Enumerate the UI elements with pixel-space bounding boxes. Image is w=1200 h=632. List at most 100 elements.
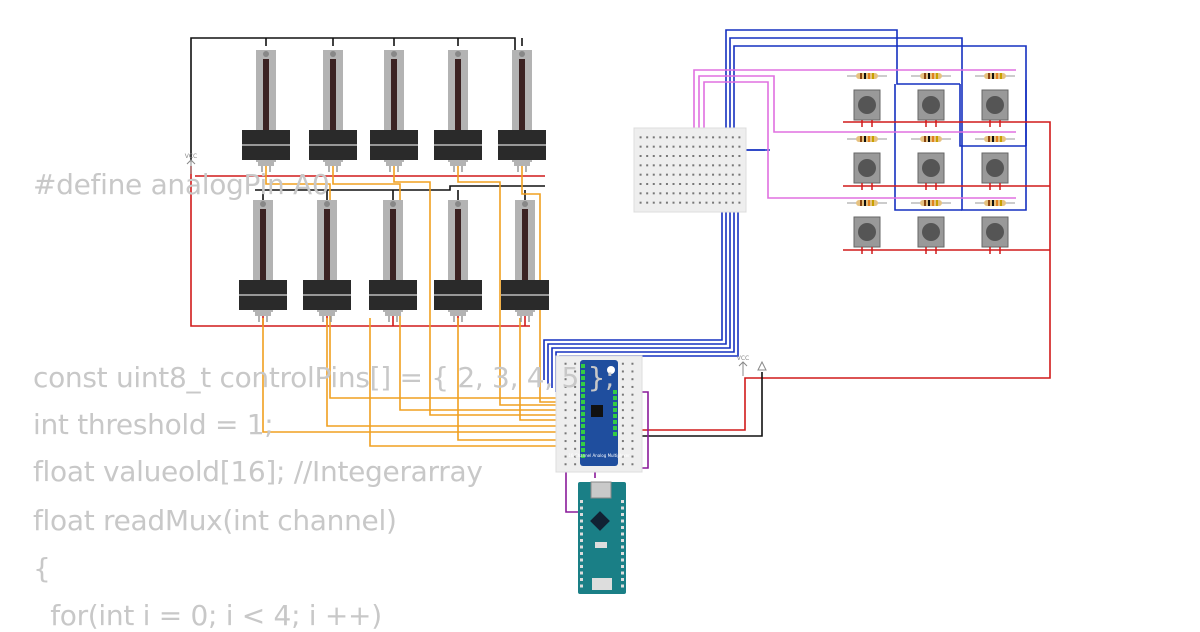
slider-foot: [325, 160, 341, 166]
resistor-band: [860, 136, 862, 142]
slider-slot: [455, 59, 461, 157]
breadboard-hole: [646, 145, 649, 148]
slider-foot: [255, 310, 271, 316]
slider-slot: [263, 59, 269, 157]
arduino-led: [595, 542, 607, 548]
breadboard-hole: [631, 378, 634, 381]
slider-potentiometer-top-1: [242, 50, 290, 172]
arduino-pin: [621, 532, 624, 536]
arduino-pin: [621, 571, 624, 575]
wire-orange-signal: [457, 166, 583, 406]
wire-red-right: [630, 121, 1051, 431]
breadboard-hole: [652, 164, 655, 167]
arduino-pin: [580, 500, 583, 503]
wire-layer: [190, 29, 1051, 513]
breadboard-hole: [718, 155, 721, 157]
wire-orange-signal: [457, 318, 583, 441]
slider-foot: [386, 160, 402, 166]
breadboard-hole: [564, 455, 567, 458]
breadboard-hole: [631, 370, 634, 373]
code-line-threshold: int threshold = 1;: [33, 408, 274, 441]
breadboard-hole: [652, 183, 655, 185]
breadboard-hole: [621, 393, 624, 396]
arduino-reset: [592, 578, 612, 590]
button-cap: [922, 223, 940, 241]
breadboard-hole: [679, 155, 682, 157]
slider-foot: [517, 310, 533, 316]
breadboard-hole: [738, 155, 741, 157]
breadboard-hole: [659, 201, 662, 204]
mux-pin: [581, 394, 585, 398]
breadboard-hole: [621, 362, 624, 365]
breadboard-hole: [631, 362, 634, 365]
mux-pin: [613, 408, 617, 412]
arduino-pin: [621, 552, 624, 555]
breadboard-hole: [725, 201, 728, 204]
wire-orange-signal: [265, 166, 583, 399]
mux-chip: [591, 405, 603, 417]
breadboard-hole: [698, 145, 701, 148]
breadboard-hole: [738, 173, 741, 176]
slider-screw: [390, 201, 396, 207]
breadboard-hole: [698, 183, 701, 185]
slider-foot: [319, 310, 335, 316]
breadboard-hole: [621, 401, 624, 404]
breadboard-hole: [631, 393, 634, 396]
code-line-brace: {: [33, 552, 51, 585]
breadboard-hole: [631, 424, 634, 427]
slider-slot: [390, 209, 396, 307]
mux-pin: [613, 432, 617, 436]
breadboard-hole: [659, 183, 662, 185]
breadboard-hole: [574, 432, 577, 435]
breadboard-hole: [692, 145, 695, 148]
breadboard-hole: [621, 424, 624, 427]
breadboard-hole: [639, 201, 642, 204]
breadboard-hole: [725, 145, 728, 148]
resistor-band: [872, 136, 874, 142]
component-layer: 16-Channel Analog Multiplexer: [239, 50, 1015, 594]
breadboard-hole: [705, 145, 708, 148]
breadboard-hole: [712, 155, 715, 157]
breadboard-hole: [712, 173, 715, 176]
breadboard-hole: [631, 432, 634, 435]
slider-foot: [385, 310, 401, 316]
breadboard-hole: [718, 183, 721, 185]
wire-black-top-gnd: [190, 37, 516, 160]
breadboard-hole: [705, 201, 708, 204]
breadboard-hole: [665, 155, 668, 157]
breadboard-hole: [574, 393, 577, 396]
breadboard-hole: [685, 192, 688, 195]
breadboard-hole: [631, 463, 634, 466]
slider-screw: [522, 201, 528, 207]
breadboard-hole: [665, 164, 668, 167]
resistor-band: [1000, 200, 1002, 206]
arduino-pin: [580, 526, 583, 529]
arduino-pin: [621, 526, 624, 529]
breadboard-hole: [659, 136, 662, 139]
wire-orange-signal: [326, 318, 583, 427]
slider-potentiometer-bottom-3: [369, 200, 417, 322]
resistor-band: [924, 136, 926, 142]
breadboard-hole: [692, 192, 695, 195]
breadboard-hole: [564, 393, 567, 396]
breadboard-hole: [679, 164, 682, 167]
breadboard-hole: [659, 192, 662, 195]
resistor-body: [984, 200, 1006, 206]
breadboard-hole: [631, 416, 634, 419]
resistor-band: [868, 73, 870, 79]
breadboard-hole: [672, 183, 675, 185]
breadboard-hole: [665, 201, 668, 204]
breadboard-hole: [731, 155, 734, 157]
breadboard-hole: [621, 432, 624, 435]
slider-foot: [258, 160, 274, 166]
slider-potentiometer-top-2: [309, 50, 357, 172]
resistor-band: [992, 200, 994, 206]
breadboard-hole: [725, 192, 728, 195]
arduino-pin: [621, 558, 624, 562]
breadboard-hole: [738, 145, 741, 148]
breadboard-hole: [621, 455, 624, 458]
wire-blue-matrix: [547, 29, 960, 384]
breadboard-hole: [738, 201, 741, 204]
mux-pin: [581, 430, 585, 434]
slider-screw: [330, 51, 336, 57]
